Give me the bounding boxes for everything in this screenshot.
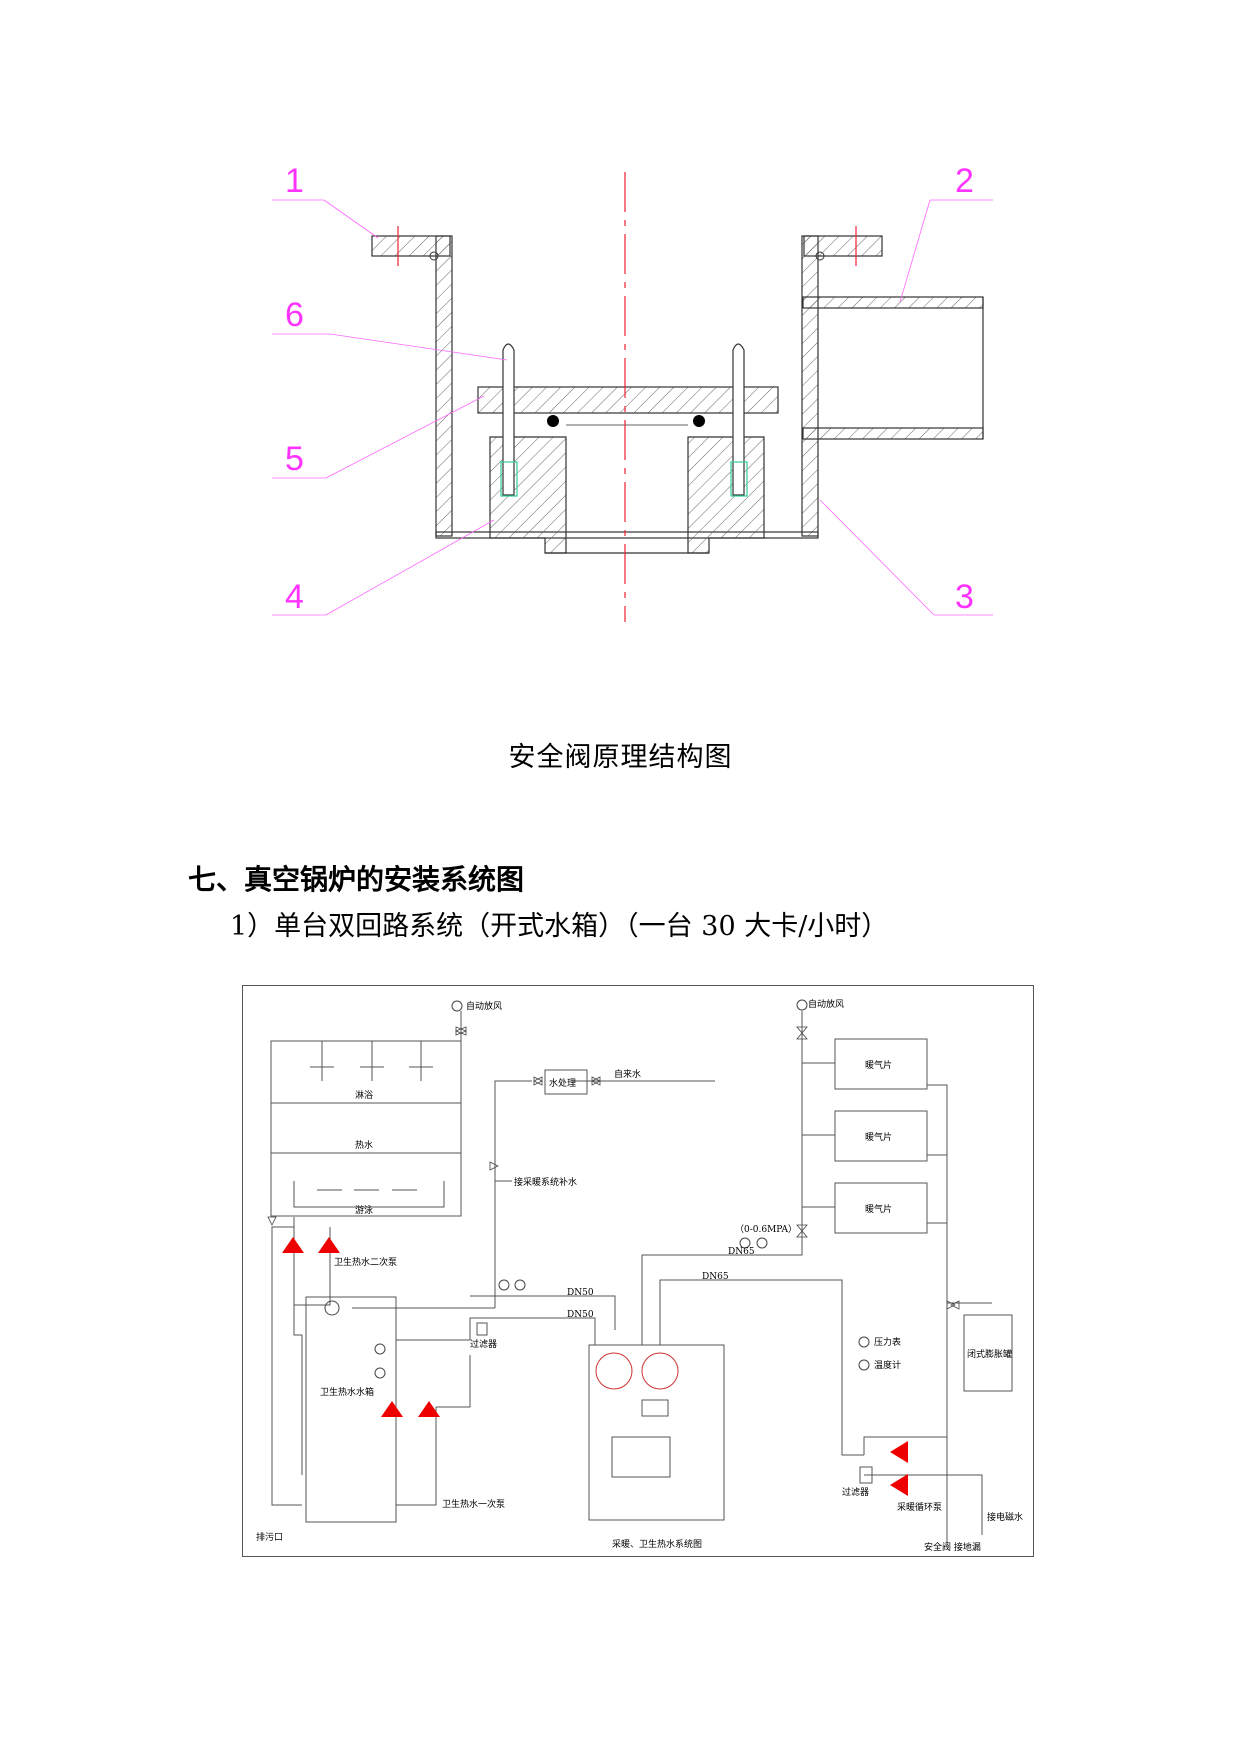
o-ring-right: [693, 415, 705, 427]
o-ring-left: [547, 415, 559, 427]
label-heating-makeup: 接采暖系统补水: [514, 1176, 577, 1188]
label-water-treatment: 水处理: [549, 1077, 576, 1089]
label-hot-water: 热水: [355, 1139, 373, 1151]
label-diagram-title: 采暖、卫生热水系统图: [612, 1538, 702, 1550]
label-radiator-2: 暖气片: [865, 1131, 892, 1143]
label-dn65-a: DN65: [728, 1247, 755, 1257]
label-radiator-3: 暖气片: [865, 1203, 892, 1215]
callout-6: 6: [285, 296, 304, 334]
label-pressure-range: （0-0.6MPA）: [735, 1224, 797, 1235]
safety-valve-diagram: 1 2 3 4 5 6: [272, 162, 993, 622]
label-dn50-a: DN50: [567, 1288, 594, 1298]
label-filter-right: 过滤器: [842, 1486, 869, 1498]
label-tank: 卫生热水水箱: [320, 1386, 374, 1398]
label-filter-mid: 过滤器: [470, 1338, 497, 1350]
label-safety-valve: 安全阀 接地漏: [924, 1541, 981, 1553]
label-radiator-1: 暖气片: [865, 1059, 892, 1071]
label-auto-vent-right: 自动放风: [808, 998, 844, 1010]
label-thermometer: 温度计: [874, 1359, 901, 1371]
label-dn50-b: DN50: [567, 1310, 594, 1320]
label-auto-vent-left: 自动放风: [466, 1000, 502, 1012]
label-drain-water: 接电磁水: [987, 1511, 1023, 1523]
label-pressure-gauge: 压力表: [874, 1336, 901, 1348]
callout-4: 4: [285, 578, 304, 616]
label-circ-pump: 采暖循环泵: [897, 1501, 942, 1513]
label-tap-water: 自来水: [614, 1068, 641, 1080]
figure-caption: 安全阀原理结构图: [508, 742, 733, 773]
section-subheading: 1）单台双回路系统（开式水箱）（一台 30 大卡/小时）: [230, 911, 889, 942]
callout-3: 3: [955, 578, 974, 616]
callout-5: 5: [285, 440, 304, 478]
label-bath: 游泳: [355, 1204, 373, 1216]
label-expansion-tank: 闭式膨胀罐: [967, 1348, 1012, 1360]
label-primary-pump: 卫生热水一次泵: [442, 1498, 505, 1510]
label-shower: 淋浴: [355, 1089, 373, 1101]
callout-1: 1: [285, 162, 304, 200]
label-drain-outlet: 排污口: [256, 1531, 283, 1543]
label-secondary-pump: 卫生热水二次泵: [334, 1256, 397, 1268]
section-heading: 七、真空锅炉的安装系统图: [188, 863, 525, 896]
label-dn65-b: DN65: [702, 1272, 729, 1282]
callout-2: 2: [955, 162, 974, 200]
installation-system-diagram: 自动放风 自动放风 水处理 自来水 淋浴 热水 游泳 接采暖系统补水 暖气片 暖…: [242, 985, 1034, 1557]
